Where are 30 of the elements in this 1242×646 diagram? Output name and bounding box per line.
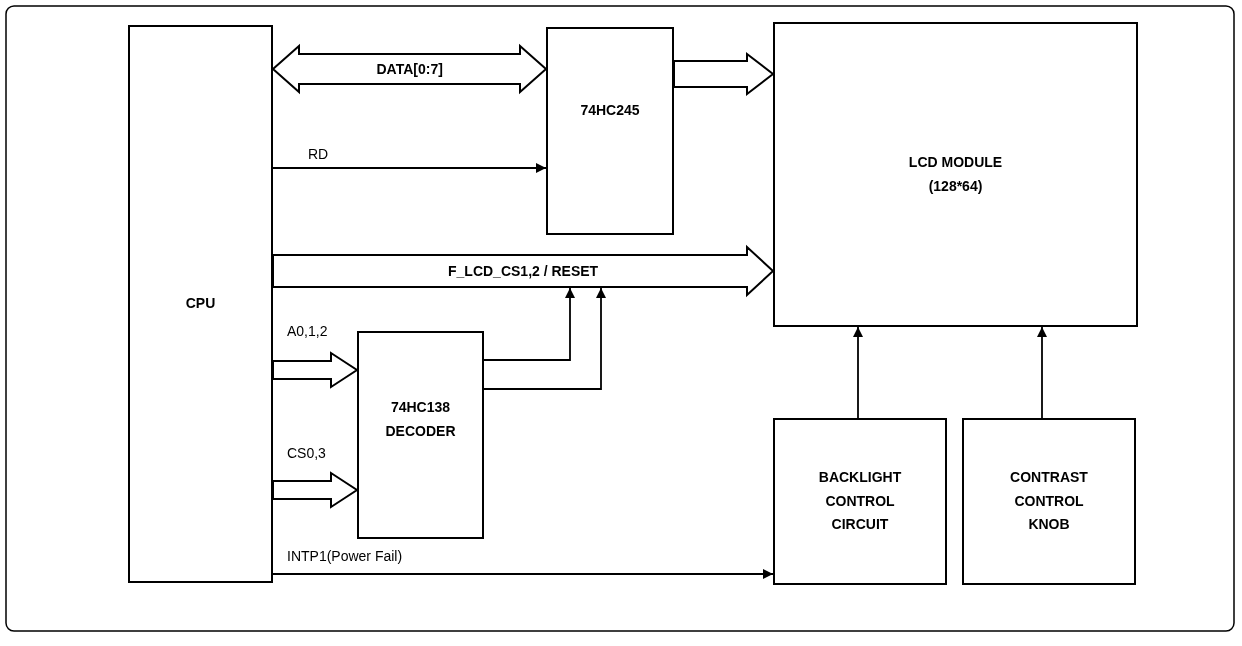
block-box <box>128 25 273 583</box>
block-label: CONTRAST CONTROL KNOB <box>1009 467 1089 535</box>
block-label: LCD MODULE <box>908 152 1003 172</box>
block-box <box>773 418 947 585</box>
block-label: 74HC138 DECODER <box>384 398 457 441</box>
block-label: (128*64) <box>928 176 983 196</box>
bus-arrow <box>272 471 359 509</box>
arrow <box>272 163 547 173</box>
bus-arrow <box>271 43 548 95</box>
block-label: BACKLIGHT CONTROL CIRCUIT <box>817 467 903 535</box>
bus-arrow <box>673 51 775 97</box>
bus-arrow <box>272 244 775 298</box>
arrow <box>272 569 774 579</box>
block-label: CPU <box>185 294 216 314</box>
arrow <box>1037 326 1047 419</box>
edge-label: A0,1,2 <box>287 324 328 338</box>
block-box <box>773 22 1138 327</box>
edge-label: RD <box>308 147 329 161</box>
block-box <box>357 331 484 539</box>
edge-label: F_LCD_CS1,2 / RESET <box>448 264 599 278</box>
edge-label: INTP1(Power Fail) <box>287 549 403 563</box>
block-box <box>546 27 674 235</box>
arrow <box>483 287 606 390</box>
bus-arrow <box>272 351 359 389</box>
arrow <box>483 287 575 361</box>
arrow <box>853 326 863 419</box>
edge-label: DATA[0:7] <box>376 62 443 76</box>
block-box <box>962 418 1136 585</box>
block-label: 74HC245 <box>580 101 640 121</box>
edge-label: CS0,3 <box>287 446 326 460</box>
